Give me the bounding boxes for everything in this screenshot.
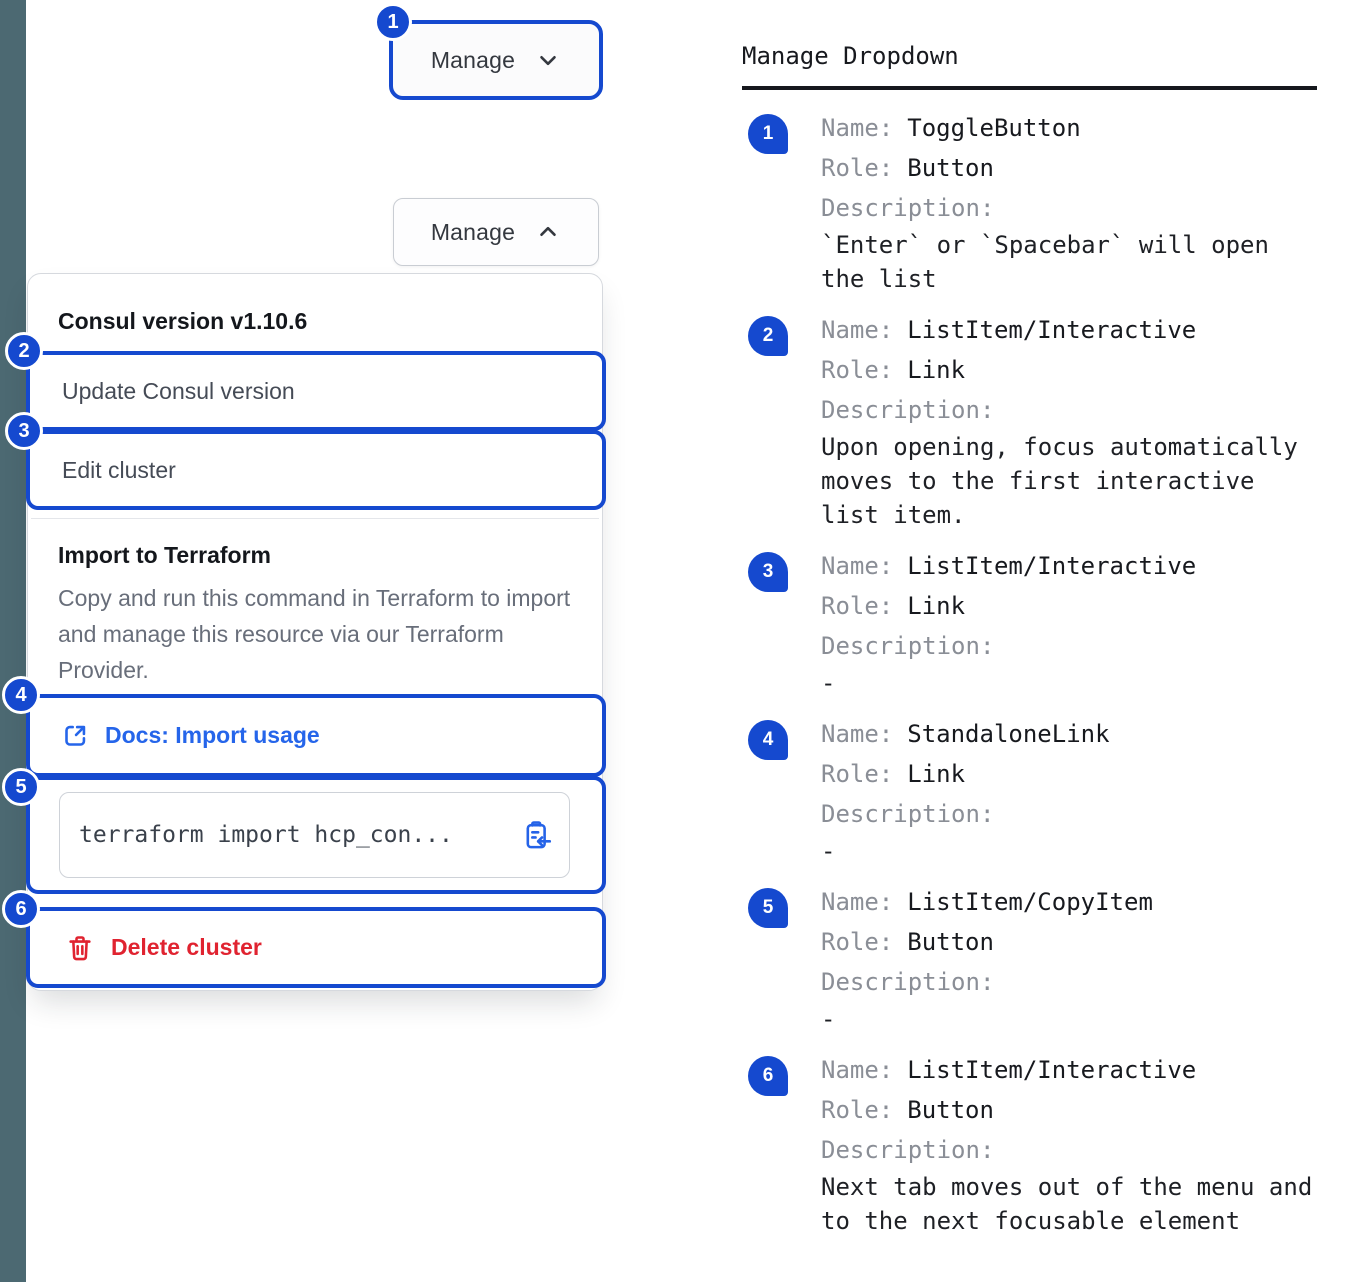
- manage-button-label: Manage: [430, 46, 516, 73]
- description-value: -: [821, 1005, 836, 1033]
- name-value: ListItem/Interactive: [907, 316, 1197, 344]
- docs-import-usage-label: Docs: Import usage: [105, 722, 320, 748]
- description-value: Upon opening, focus automatically moves …: [821, 433, 1298, 529]
- role-label: Role:: [821, 154, 894, 182]
- legend-title: Manage Dropdown: [742, 42, 959, 70]
- name-value: ToggleButton: [907, 114, 1081, 142]
- manage-dropdown-menu: Consul version v1.10.6 Update Consul ver…: [26, 273, 606, 991]
- role-label: Role:: [821, 356, 894, 384]
- copy-command-button[interactable]: [522, 820, 553, 851]
- legend-item-1: 1 Name: ToggleButton Role: Button Descript…: [742, 108, 1327, 296]
- name-value: StandaloneLink: [907, 720, 1110, 748]
- description-value: -: [821, 837, 836, 865]
- manage-button-collapsed[interactable]: Manage: [389, 20, 603, 100]
- legend-badge-4: 4: [748, 720, 788, 760]
- clipboard-copy-icon: [526, 820, 552, 848]
- annotation-marker-6: 6: [2, 890, 40, 928]
- external-link-icon: [65, 725, 86, 746]
- name-value: ListItem/CopyItem: [907, 888, 1153, 916]
- description-label: Description:: [821, 800, 995, 828]
- legend-badge-6: 6: [748, 1056, 788, 1096]
- name-label: Name:: [821, 720, 894, 748]
- role-value: Button: [907, 1096, 994, 1124]
- manage-button-label: Manage: [430, 218, 516, 245]
- name-value: ListItem/Interactive: [907, 1056, 1197, 1084]
- update-consul-version-label: Update Consul version: [62, 377, 295, 404]
- legend-badge-2: 2: [748, 316, 788, 356]
- legend-item-5: 5 Name: ListItem/CopyItem Role: Button Des…: [742, 882, 1327, 1036]
- legend-badge-3: 3: [748, 552, 788, 592]
- description-value: `Enter` or `Spacebar` will open the list: [821, 231, 1269, 293]
- role-value: Link: [907, 356, 966, 384]
- role-label: Role:: [821, 592, 894, 620]
- description-value: -: [821, 669, 836, 697]
- annotation-marker-3: 3: [5, 412, 43, 450]
- docs-import-usage-link[interactable]: Docs: Import usage: [26, 694, 606, 777]
- legend-badge-1: 1: [748, 114, 788, 154]
- description-label: Description:: [821, 194, 995, 222]
- role-label: Role:: [821, 928, 894, 956]
- edit-cluster-label: Edit cluster: [62, 456, 176, 483]
- description-label: Description:: [821, 632, 995, 660]
- menu-item-delete-cluster[interactable]: Delete cluster: [26, 907, 606, 988]
- legend-divider: [742, 86, 1317, 90]
- role-value: Button: [907, 154, 994, 182]
- menu-item-update-consul-version[interactable]: Update Consul version: [26, 351, 606, 431]
- legend-item-2: 2 Name: ListItem/Interactive Role: Link De…: [742, 310, 1327, 532]
- name-label: Name:: [821, 114, 894, 142]
- sidebar-strip: [0, 0, 26, 1282]
- annotation-marker-1: 1: [374, 3, 412, 41]
- annotation-marker-5: 5: [2, 768, 40, 806]
- legend-item-4: 4 Name: StandaloneLink Role: Link Descript…: [742, 714, 1327, 868]
- consul-version-header: Consul version v1.10.6: [58, 308, 308, 334]
- chevron-down-icon: [540, 55, 556, 66]
- annotation-marker-4: 4: [2, 676, 40, 714]
- menu-item-edit-cluster[interactable]: Edit cluster: [26, 430, 606, 510]
- import-description: Copy and run this command in Terraform t…: [58, 585, 571, 683]
- menu-divider: [31, 518, 599, 519]
- description-label: Description:: [821, 1136, 995, 1164]
- terraform-command-field: terraform import hcp_con...: [59, 792, 570, 878]
- role-value: Link: [907, 592, 966, 620]
- manage-button-expanded[interactable]: Manage: [393, 198, 599, 266]
- role-value: Link: [907, 760, 966, 788]
- name-label: Name:: [821, 316, 894, 344]
- description-label: Description:: [821, 396, 995, 424]
- name-label: Name:: [821, 888, 894, 916]
- annotation-marker-2: 2: [5, 332, 43, 370]
- role-label: Role:: [821, 760, 894, 788]
- legend-item-6: 6 Name:ListItem/Interactive Role:Button …: [742, 1050, 1327, 1238]
- chevron-up-icon: [540, 226, 556, 237]
- name-value: ListItem/Interactive: [907, 552, 1197, 580]
- import-terraform-header: Import to Terraform: [58, 542, 271, 568]
- description-value: Next tab moves out of the menu and to th…: [821, 1173, 1313, 1235]
- trash-icon: [69, 935, 91, 960]
- description-label: Description:: [821, 968, 995, 996]
- terraform-command-text: terraform import hcp_con...: [79, 822, 453, 848]
- role-value: Button: [907, 928, 994, 956]
- delete-cluster-label: Delete cluster: [111, 934, 262, 960]
- role-label: Role:: [821, 1096, 894, 1124]
- legend-badge-5: 5: [748, 888, 788, 928]
- legend-item-3: 3 Name: ListItem/Interactive Role: Link De…: [742, 546, 1327, 700]
- name-label: Name:: [821, 1056, 894, 1084]
- name-label: Name:: [821, 552, 894, 580]
- legend-items: 1 Name: ToggleButton Role: Button Descript…: [742, 108, 1327, 1252]
- terraform-command-item: terraform import hcp_con...: [26, 776, 606, 894]
